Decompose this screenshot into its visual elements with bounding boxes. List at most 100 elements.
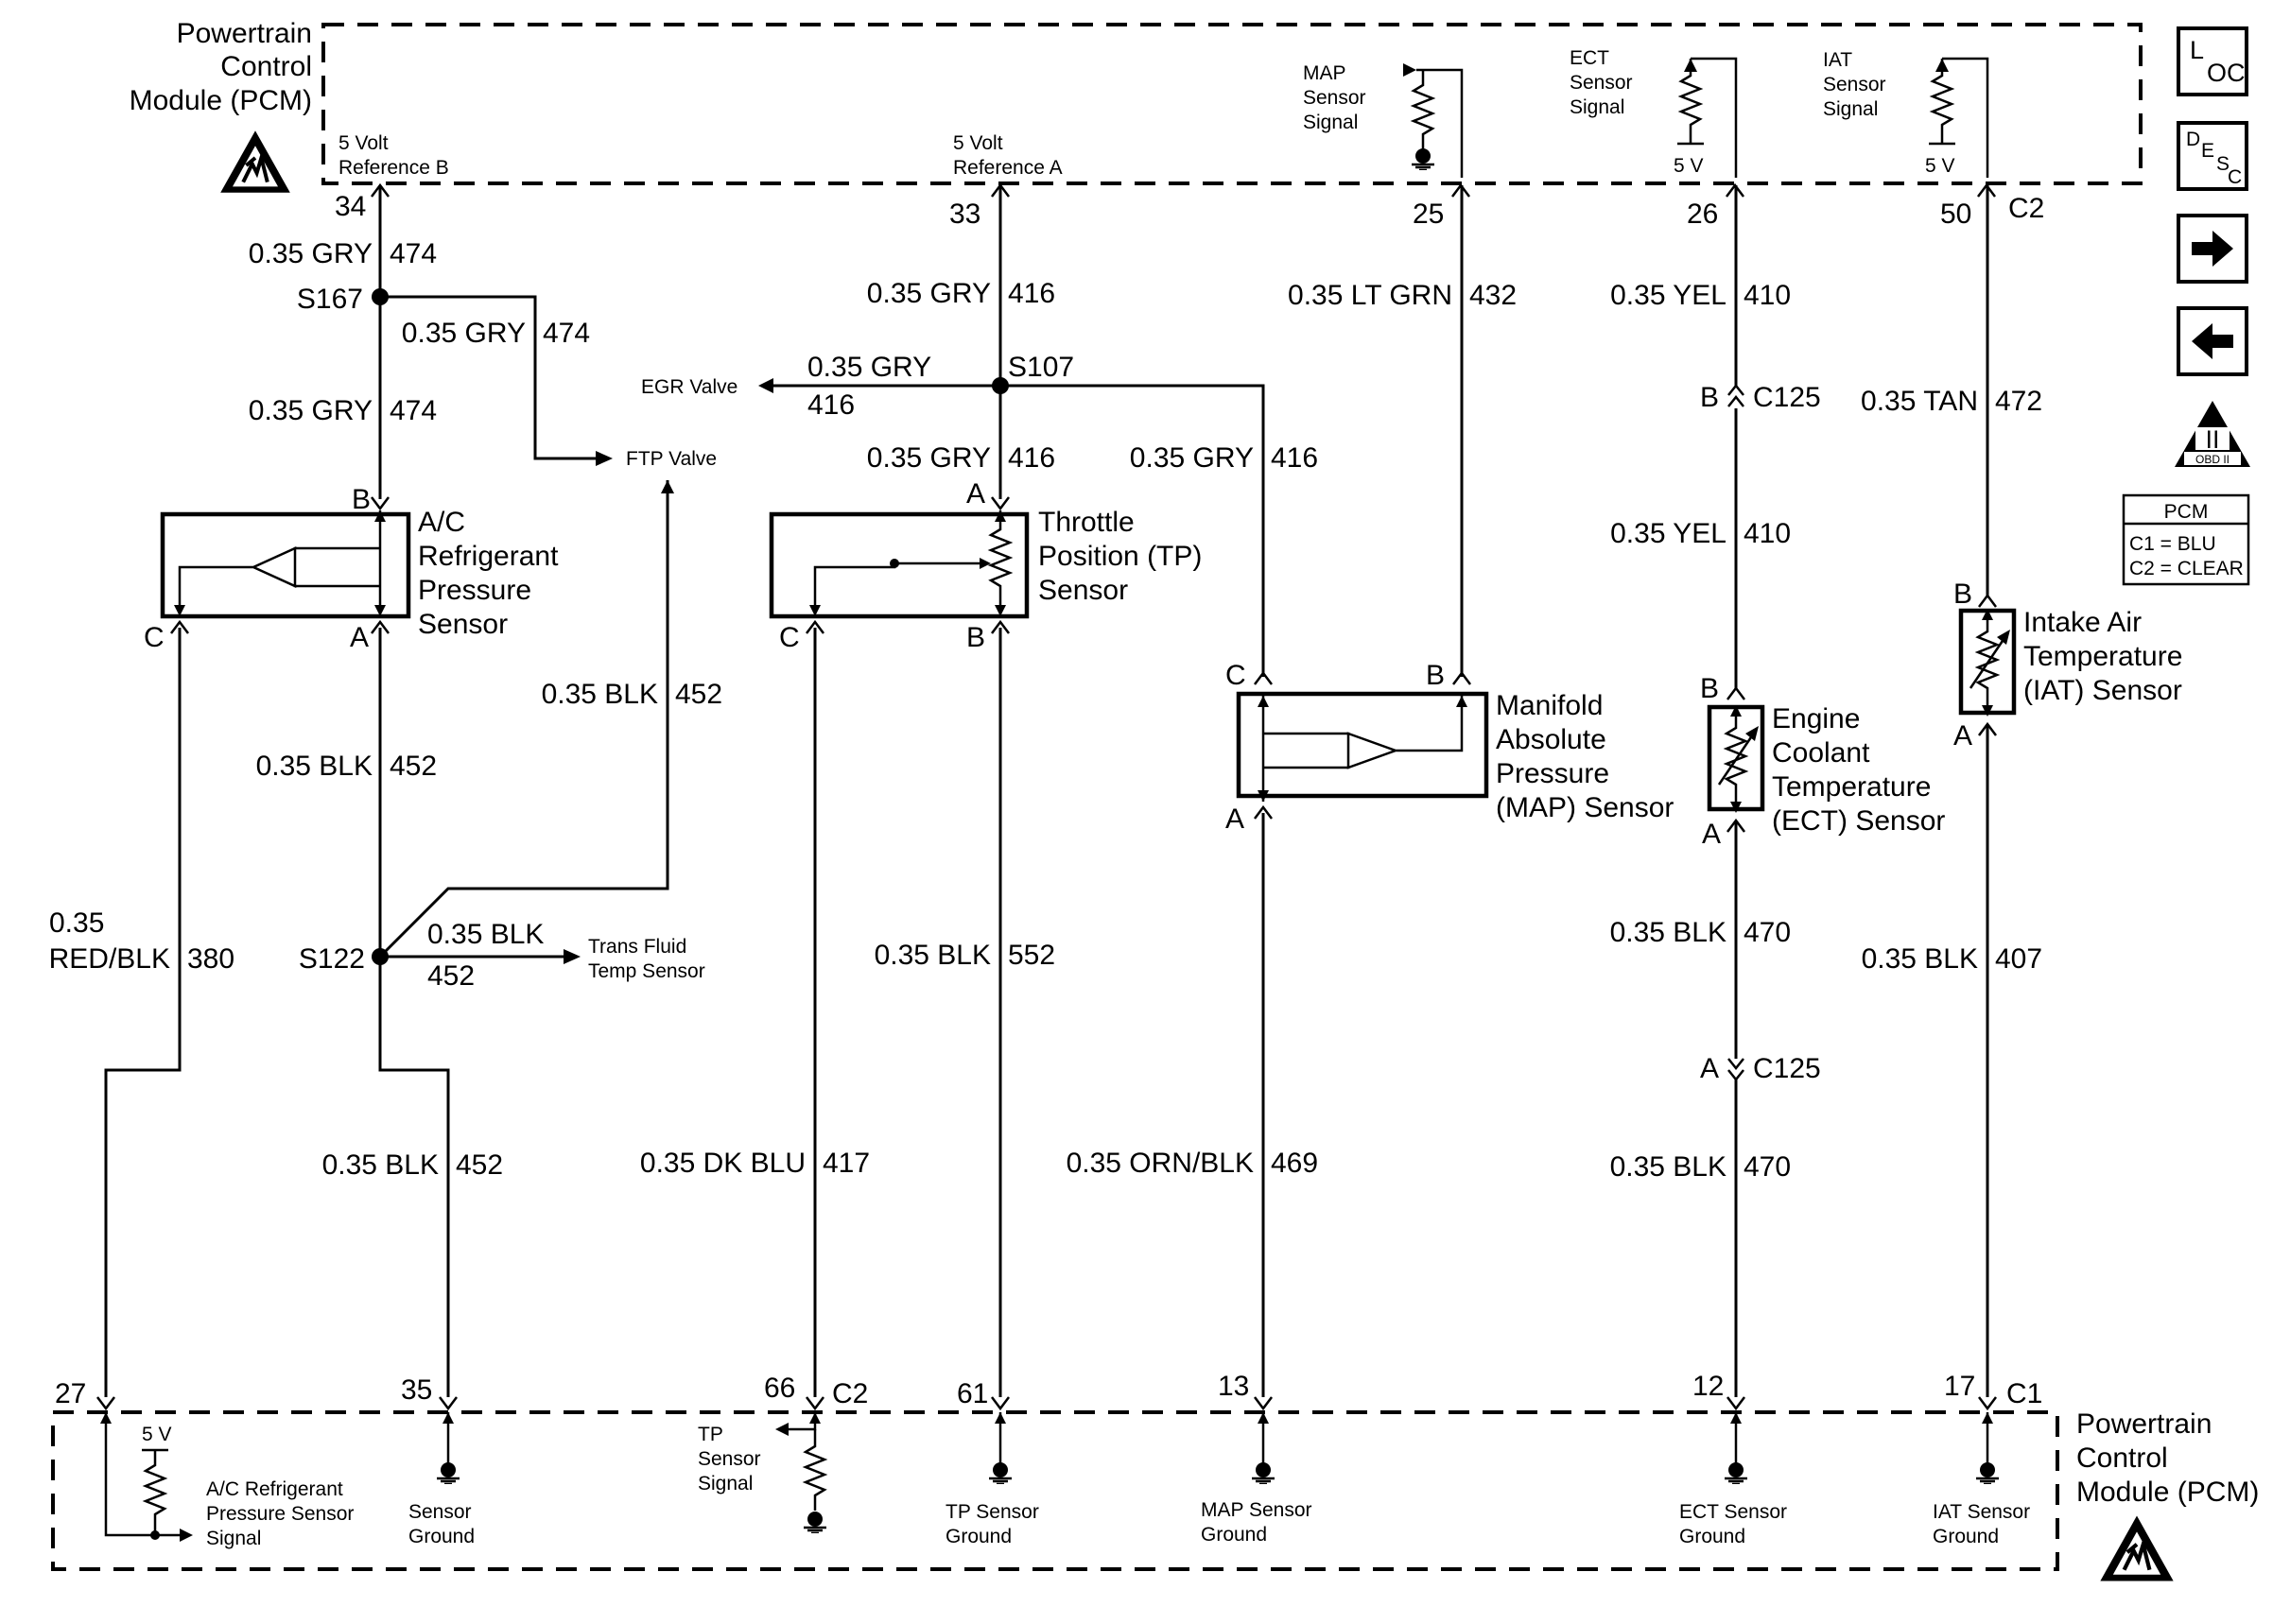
tp-pin-c: C bbox=[779, 622, 800, 653]
splice-s107: S107 bbox=[1008, 352, 1074, 383]
tp-name-line3: Sensor bbox=[1038, 575, 1128, 606]
ect-name-line3: Temperature bbox=[1772, 771, 1931, 803]
pcm-top-block: Powertrain Control Module (PCM) 5 Volt R… bbox=[130, 18, 2143, 230]
pcm-top-title-line2: Control bbox=[220, 51, 312, 82]
map-pin-b: B bbox=[1426, 660, 1445, 691]
w380-gauge-line1: 0.35 bbox=[49, 907, 104, 939]
w432-num: 432 bbox=[1469, 280, 1517, 311]
w452-c-gauge: 0.35 BLK bbox=[427, 919, 544, 950]
w552-num: 552 bbox=[1008, 940, 1055, 971]
loc-l: L bbox=[2190, 36, 2204, 64]
w469-gauge: 0.35 ORN/BLK bbox=[1067, 1148, 1254, 1179]
w452-a-num: 452 bbox=[390, 751, 437, 782]
map-signal-internal: MAP Sensor Signal bbox=[1303, 62, 1464, 178]
w416-egr-gauge: 0.35 GRY bbox=[807, 352, 931, 383]
ac-name-line1: A/C bbox=[418, 507, 465, 538]
w474-b-num: 474 bbox=[543, 318, 590, 349]
ac-name-line4: Sensor bbox=[418, 609, 508, 640]
desc-s: S bbox=[2216, 153, 2230, 175]
iat-sensor: 0.35 TAN 472 B A Intake Air Temperature … bbox=[1861, 185, 2182, 1397]
tp-pin-b: B bbox=[966, 622, 985, 653]
w470-b-num: 470 bbox=[1744, 1151, 1791, 1183]
splice-s167-dot bbox=[372, 288, 389, 305]
w410-a-gauge: 0.35 YEL bbox=[1610, 280, 1726, 311]
w380-num: 380 bbox=[187, 943, 234, 975]
ac-pin-c: C bbox=[144, 622, 165, 653]
pin-50: 50 bbox=[1940, 199, 1971, 230]
description-icon[interactable]: D E S C bbox=[2177, 121, 2248, 191]
iat-signal-line2: Sensor bbox=[1823, 74, 1886, 95]
w472-gauge: 0.35 TAN bbox=[1861, 386, 1978, 417]
map-signal-line1: MAP bbox=[1303, 62, 1346, 84]
obd-ii-icon[interactable]: II OBD II bbox=[2175, 401, 2250, 467]
c125-top-pin: B bbox=[1700, 382, 1719, 413]
w380-gauge-line2: RED/BLK bbox=[49, 943, 170, 975]
ac-sig-line3: Signal bbox=[206, 1528, 261, 1549]
pcm-bottom-block: Powertrain Control Module (PCM) 27 35 66… bbox=[51, 1371, 2259, 1581]
previous-page-arrow-icon[interactable] bbox=[2177, 306, 2248, 376]
pcm-bottom-title-line1: Powertrain bbox=[2076, 1408, 2212, 1440]
pcm-top-title-line3: Module (PCM) bbox=[130, 85, 312, 116]
w452-b-num: 452 bbox=[675, 679, 722, 710]
ect-pin-b: B bbox=[1700, 673, 1719, 704]
map-name-line4: (MAP) Sensor bbox=[1496, 792, 1674, 823]
pin-17: 17 bbox=[1944, 1371, 1975, 1402]
mapg-line1: MAP Sensor bbox=[1201, 1499, 1312, 1521]
w416-c-gauge: 0.35 GRY bbox=[1130, 442, 1254, 474]
loc-oc: OC bbox=[2207, 59, 2246, 87]
map-internal-ground-icon bbox=[1412, 147, 1434, 170]
ect-pin-a: A bbox=[1702, 819, 1721, 850]
connector-c2-bottom: C2 bbox=[832, 1378, 868, 1409]
ect-sensor: 0.35 YEL 410 B C125 0.35 YEL 410 B A Eng… bbox=[1610, 185, 1945, 1397]
w432-gauge: 0.35 LT GRN bbox=[1288, 280, 1452, 311]
desc-c: C bbox=[2228, 166, 2242, 188]
pcm-legend-c1: C1 = BLU bbox=[2129, 533, 2216, 555]
pin-27: 27 bbox=[55, 1378, 86, 1409]
ac-sensor-body bbox=[160, 511, 411, 619]
iat-pin-b: B bbox=[1953, 579, 1972, 610]
tpg-line1: TP Sensor bbox=[946, 1501, 1039, 1523]
ect-signal-line3: Signal bbox=[1570, 96, 1624, 118]
tp-internal-ground-icon bbox=[804, 1511, 826, 1533]
c125-bot-pin: A bbox=[1700, 1053, 1719, 1084]
ect-internal-5v: 5 V bbox=[1674, 155, 1704, 177]
tfts-line1: Trans Fluid bbox=[588, 936, 686, 958]
ect-ground-internal: ECT Sensor Ground bbox=[1679, 1412, 1787, 1547]
next-page-arrow-icon[interactable] bbox=[2177, 214, 2248, 284]
pin-66: 66 bbox=[764, 1373, 795, 1404]
splice-s122-dot bbox=[372, 948, 389, 965]
pcm-bottom-outline bbox=[51, 1410, 2059, 1571]
ect-signal-line1: ECT bbox=[1570, 47, 1609, 69]
location-icon[interactable]: L OC bbox=[2177, 26, 2248, 96]
splice-s107-dot bbox=[992, 377, 1009, 394]
pin-34: 34 bbox=[335, 191, 366, 222]
w410-b-gauge: 0.35 YEL bbox=[1610, 518, 1726, 549]
w474-c-num: 474 bbox=[390, 395, 437, 426]
w474-a-gauge: 0.35 GRY bbox=[249, 238, 373, 269]
splice-s167: S167 bbox=[297, 284, 363, 315]
iat-ground-icon bbox=[1976, 1461, 1999, 1484]
map-signal-line2: Sensor bbox=[1303, 87, 1366, 109]
wire-417-circuit: 0.35 DK BLU 417 bbox=[640, 628, 870, 1397]
ac-internal-5v: 5 V bbox=[142, 1424, 172, 1445]
w452-a-gauge: 0.35 BLK bbox=[256, 751, 373, 782]
map-pin-a: A bbox=[1225, 803, 1244, 835]
throttle-position-sensor: A C B Throttle Position (TP) Sensor bbox=[769, 478, 1202, 653]
ac-sig-line2: Pressure Sensor bbox=[206, 1503, 354, 1525]
tp-name-line1: Throttle bbox=[1038, 507, 1135, 538]
w470-a-num: 470 bbox=[1744, 917, 1791, 948]
ect-signal-internal: ECT Sensor Signal 5 V bbox=[1570, 47, 1738, 178]
w416-b-num: 416 bbox=[1008, 442, 1055, 474]
tp-sig-line2: Sensor bbox=[698, 1448, 761, 1470]
ac-name-line3: Pressure bbox=[418, 575, 531, 606]
tfts-line2: Temp Sensor bbox=[588, 960, 705, 982]
ftp-valve-label: FTP Valve bbox=[626, 448, 717, 470]
c125-bot: C125 bbox=[1753, 1053, 1821, 1084]
iat-internal-5v: 5 V bbox=[1925, 155, 1955, 177]
w470-b-gauge: 0.35 BLK bbox=[1610, 1151, 1726, 1183]
tpg-line2: Ground bbox=[946, 1526, 1012, 1547]
ref-a-line2: Reference A bbox=[953, 157, 1063, 179]
iat-pin-a: A bbox=[1953, 720, 1972, 752]
w416-c-num: 416 bbox=[1271, 442, 1318, 474]
